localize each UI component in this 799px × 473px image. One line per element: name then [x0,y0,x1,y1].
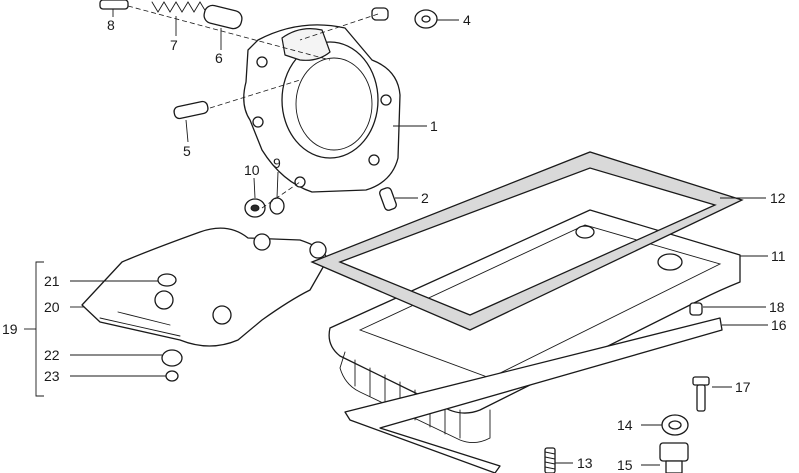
callout-15: 15 [617,457,633,473]
callout-9: 9 [273,155,281,171]
callout-12: 12 [770,190,786,206]
callout-7: 7 [170,37,178,53]
grommet-part[interactable] [157,273,177,287]
callout-20: 20 [44,299,60,315]
shield-plate-part[interactable] [81,227,328,347]
nut-part[interactable] [689,302,703,316]
callout-11: 11 [771,248,786,264]
spring-part[interactable] [151,1,207,13]
lock-washer-part[interactable] [269,197,285,215]
callout-21: 21 [44,273,60,289]
bolt-part[interactable] [692,376,710,412]
callout-2: 2 [421,190,429,206]
sleeve-part[interactable] [202,4,243,31]
callout-1: 1 [430,118,438,134]
washer-part[interactable] [414,9,438,29]
dowel-pin-part[interactable] [173,100,209,120]
callout-17: 17 [735,379,751,395]
callout-13: 13 [577,455,593,471]
callout-4: 4 [463,12,471,28]
callout-23: 23 [44,368,60,384]
drain-plug-part[interactable] [659,442,689,473]
callout-5: 5 [183,143,191,159]
callout-18: 18 [769,299,785,315]
oil-pan-part[interactable] [328,209,741,443]
cover-plate-part[interactable] [243,24,401,193]
callout-19: 19 [2,321,18,337]
stud-part[interactable] [544,447,556,473]
dowel-pin-small-part[interactable] [379,187,398,212]
callout-14: 14 [617,417,633,433]
base-plate-part[interactable] [344,317,723,473]
callout-8: 8 [107,17,115,33]
callout-6: 6 [215,50,223,66]
small-pin-part[interactable] [371,7,389,21]
hex-nut-part[interactable] [244,198,266,218]
pan-gasket-part[interactable] [310,151,744,331]
sealing-ring-part[interactable] [661,414,689,436]
spacer-part[interactable] [161,349,183,367]
callout-22: 22 [44,347,60,363]
plunger-part[interactable] [99,0,129,10]
callout-16: 16 [771,317,787,333]
callout-10: 10 [244,162,260,178]
screw-part[interactable] [165,370,179,382]
